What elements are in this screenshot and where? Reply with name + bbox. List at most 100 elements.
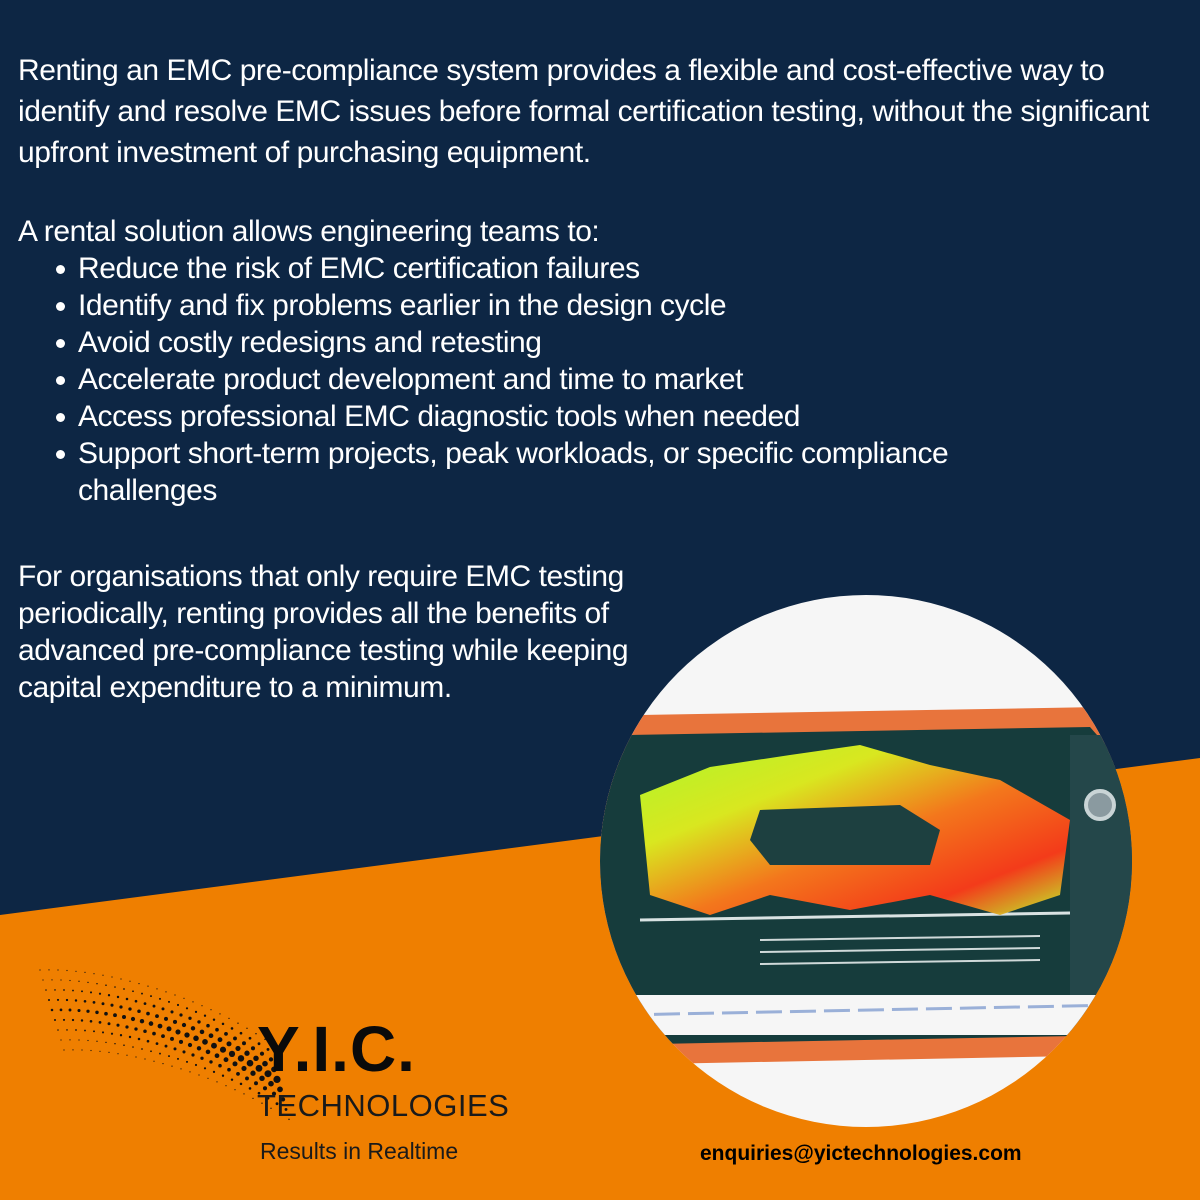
halftone-dot: [74, 999, 78, 1002]
halftone-dot: [150, 1050, 152, 1053]
halftone-dot: [104, 1011, 108, 1016]
list-lead-text: A rental solution allows engineering tea…: [18, 215, 600, 248]
halftone-dot: [69, 1039, 71, 1041]
contact-email[interactable]: enquiries@yictechnologies.com: [700, 1142, 1022, 1165]
halftone-dot: [120, 978, 122, 980]
halftone-dot: [98, 992, 102, 995]
halftone-dot: [170, 1010, 174, 1014]
halftone-dot: [167, 1000, 171, 1003]
halftone-dot: [237, 1055, 245, 1062]
halftone-dot: [75, 970, 77, 972]
halftone-dot: [98, 1021, 102, 1024]
halftone-dot: [113, 1013, 117, 1018]
halftone-dot: [102, 974, 104, 976]
halftone-dot: [53, 1018, 57, 1022]
halftone-dot: [208, 1033, 214, 1039]
halftone-dot: [228, 1017, 230, 1020]
halftone-dot: [209, 1060, 213, 1064]
halftone-dot: [92, 1001, 96, 1004]
halftone-dot: [246, 1059, 254, 1067]
halftone-dot: [77, 1008, 81, 1013]
halftone-dot: [159, 997, 161, 1000]
halftone-dot: [134, 999, 138, 1003]
halftone-dot: [83, 999, 87, 1003]
halftone-dot: [60, 1039, 62, 1041]
halftone-dot: [277, 1086, 283, 1093]
halftone-dot: [184, 1032, 190, 1038]
halftone-dot: [84, 971, 86, 973]
halftone-dot: [93, 1030, 95, 1033]
halftone-dot: [119, 1034, 123, 1037]
halftone-dot: [288, 1118, 290, 1121]
halftone-dot: [143, 1029, 147, 1033]
halftone-dot: [66, 1029, 68, 1031]
halftone-dot: [162, 1063, 164, 1065]
halftone-dot: [242, 1041, 246, 1046]
halftone-dot: [175, 1029, 181, 1035]
halftone-dot: [177, 1057, 179, 1060]
halftone-dot: [72, 989, 74, 992]
halftone-dot: [57, 1029, 59, 1031]
halftone-dot: [233, 1036, 237, 1041]
halftone-dot: [123, 988, 125, 990]
halftone-dot: [147, 985, 149, 987]
halftone-dot: [226, 1041, 232, 1047]
halftone-dot: [219, 1046, 227, 1053]
halftone-dot: [189, 1071, 191, 1073]
halftone-dot: [264, 1038, 266, 1041]
halftone-dot: [245, 1076, 249, 1081]
halftone-dot: [141, 992, 143, 995]
halftone-dot: [237, 1022, 239, 1024]
halftone-dot: [99, 1050, 101, 1052]
halftone-dot: [252, 1097, 254, 1100]
halftone-dot: [248, 1087, 252, 1090]
halftone-dot: [114, 1042, 116, 1045]
halftone-dot: [254, 1081, 258, 1086]
benefit-item: Support short-term projects, peak worklo…: [52, 435, 1052, 509]
halftone-dot: [215, 1027, 219, 1032]
halftone-dot: [214, 1053, 220, 1059]
intro-paragraph: Renting an EMC pre-compliance system pro…: [18, 54, 1149, 169]
halftone-dot: [280, 1097, 286, 1102]
halftone-dot: [178, 1039, 184, 1044]
halftone-dot: [164, 1016, 168, 1021]
halftone-dot: [230, 1027, 234, 1030]
halftone-dot: [264, 1070, 272, 1078]
halftone-dot: [234, 1089, 236, 1091]
halftone-dot: [250, 1070, 256, 1076]
halftone-dot: [125, 997, 129, 1001]
halftone-dot: [250, 1046, 256, 1051]
halftone-dot: [135, 1056, 137, 1058]
halftone-dot: [107, 1022, 111, 1026]
halftone-dot: [89, 1019, 93, 1023]
halftone-dot: [89, 991, 93, 994]
halftone-dot: [270, 1107, 272, 1109]
halftone-dot: [110, 1003, 114, 1007]
benefit-item: Avoid costly redesigns and retesting: [52, 324, 1052, 361]
brand-name: Y.I.C.: [257, 1013, 416, 1085]
halftone-dot: [182, 1050, 186, 1054]
halftone-dot: [192, 1001, 194, 1003]
halftone-dot: [81, 1049, 83, 1051]
halftone-dot: [68, 1008, 72, 1012]
halftone-dot: [45, 989, 47, 991]
halftone-dot: [125, 1025, 129, 1029]
halftone-dot: [117, 1053, 119, 1055]
halftone-dot: [174, 994, 176, 996]
halftone-dot: [246, 1027, 248, 1029]
halftone-dot: [71, 1018, 75, 1022]
halftone-dot: [152, 1031, 156, 1036]
halftone-dot: [101, 1031, 105, 1034]
halftone-dot: [130, 1016, 136, 1022]
halftone-dot: [51, 979, 53, 981]
halftone-dot: [84, 1029, 86, 1032]
brand-subtitle: TECHNOLOGIES: [257, 1088, 510, 1123]
halftone-dot: [62, 1018, 66, 1021]
halftone-dot: [132, 1046, 134, 1048]
halftone-dot: [96, 1040, 98, 1042]
halftone-dot: [123, 1044, 125, 1046]
halftone-dot: [194, 1010, 198, 1014]
halftone-dot: [193, 1035, 199, 1042]
benefit-item: Identify and fix problems earlier in the…: [52, 287, 1052, 324]
halftone-dot: [159, 1052, 161, 1055]
